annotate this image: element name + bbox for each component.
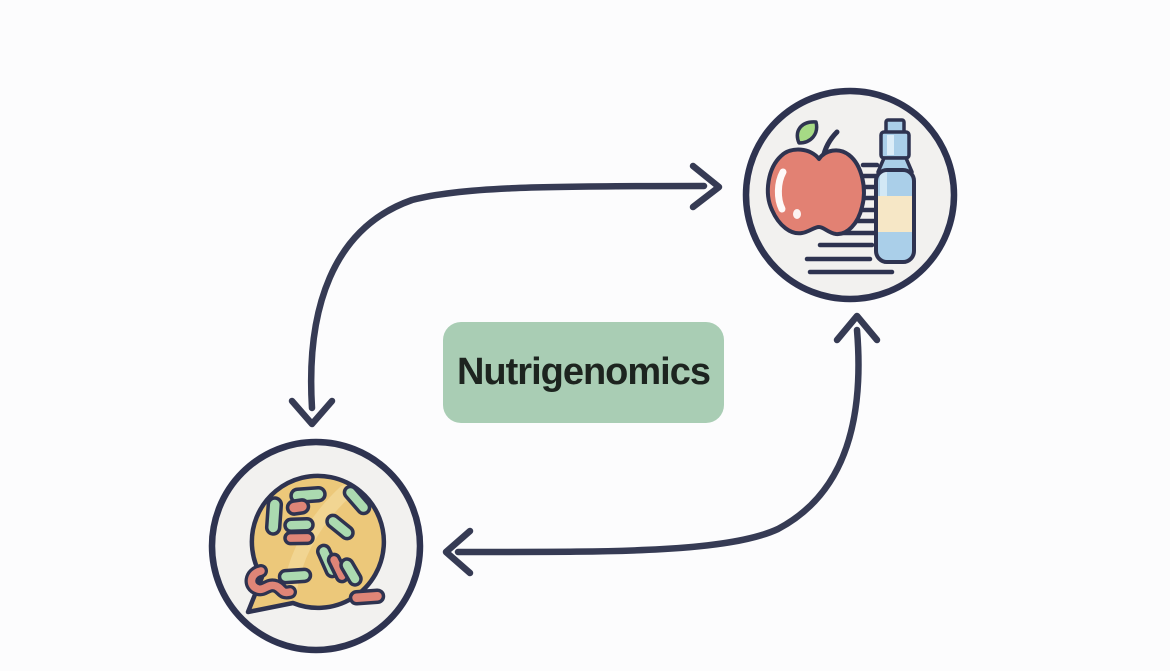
arrowhead-up-icon (833, 312, 881, 344)
genes-microbiome-node (208, 438, 424, 654)
apple-icon (765, 120, 866, 237)
apple-highlight-dot (793, 209, 801, 219)
arrow-upper-arc (288, 162, 723, 428)
arrowhead-right-icon (689, 162, 723, 211)
apple-highlight (774, 168, 787, 213)
nutrigenomics-label: Nutrigenomics (443, 322, 724, 423)
speech-bubble-microbes-icon (244, 473, 387, 615)
arrowhead-left-icon (442, 527, 474, 577)
supplement-bottle-icon (874, 118, 916, 264)
diet-nutrition-node (742, 87, 958, 303)
leaf-icon (795, 120, 819, 145)
gene-capsules (244, 484, 386, 606)
arrowhead-down-icon (288, 397, 336, 428)
apple-body (765, 147, 866, 237)
arrow-lower-arc (442, 312, 881, 577)
